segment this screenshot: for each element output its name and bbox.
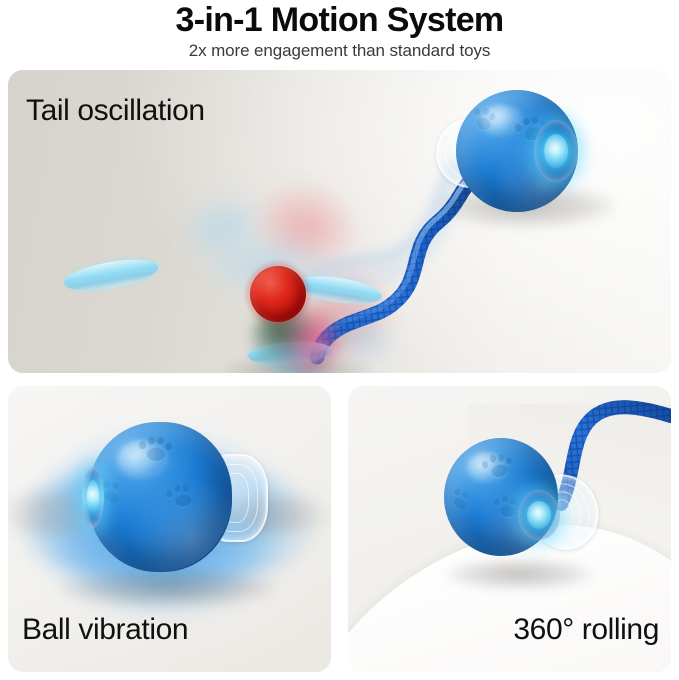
panel-360-rolling: [348, 386, 671, 672]
caption-tail-oscillation: Tail oscillation: [26, 94, 205, 127]
lens-core: [543, 133, 569, 169]
lens-core-rolling: [527, 501, 551, 529]
blue-ball-rolling: [444, 438, 560, 556]
page-header: 3-in-1 Motion System 2x more engagement …: [0, 0, 679, 68]
ball-shadow-rolling: [444, 558, 594, 590]
glowing-led-lens-rolling: [518, 490, 560, 540]
page-title: 3-in-1 Motion System: [175, 1, 505, 39]
panel-ball-vibration: [8, 386, 331, 672]
panel-tail-oscillation: [8, 70, 671, 373]
ball-highlight-vibration: [116, 440, 169, 479]
pompom-fuzz: [247, 263, 309, 325]
lens-core-vibration: [86, 479, 100, 515]
ball-tail-panel: [432, 76, 616, 228]
ball-rim-light-vibration: [88, 422, 232, 572]
ball-vibration-panel: [70, 418, 270, 588]
caption-360-rolling: 360° rolling: [513, 613, 659, 646]
red-pompom: [247, 263, 309, 325]
ball-rolling-panel: [444, 434, 609, 574]
braided-cord: [309, 168, 484, 365]
caption-ball-vibration: Ball vibration: [22, 613, 189, 646]
teaser-shadow: [222, 358, 372, 373]
page-subtitle: 2x more engagement than standard toys: [188, 41, 491, 60]
glowing-led-lens-vibration: [82, 466, 104, 528]
blue-ball: [456, 90, 578, 212]
paw-print-emboss-v1: [138, 436, 172, 466]
paw-print-emboss-v2: [164, 482, 200, 514]
ball-highlight: [480, 104, 525, 137]
ball-highlight-rolling: [466, 452, 508, 483]
blue-ball-vibration: [82, 422, 232, 572]
ball-shadow-vibration: [60, 568, 276, 608]
glowing-led-lens: [534, 120, 578, 182]
